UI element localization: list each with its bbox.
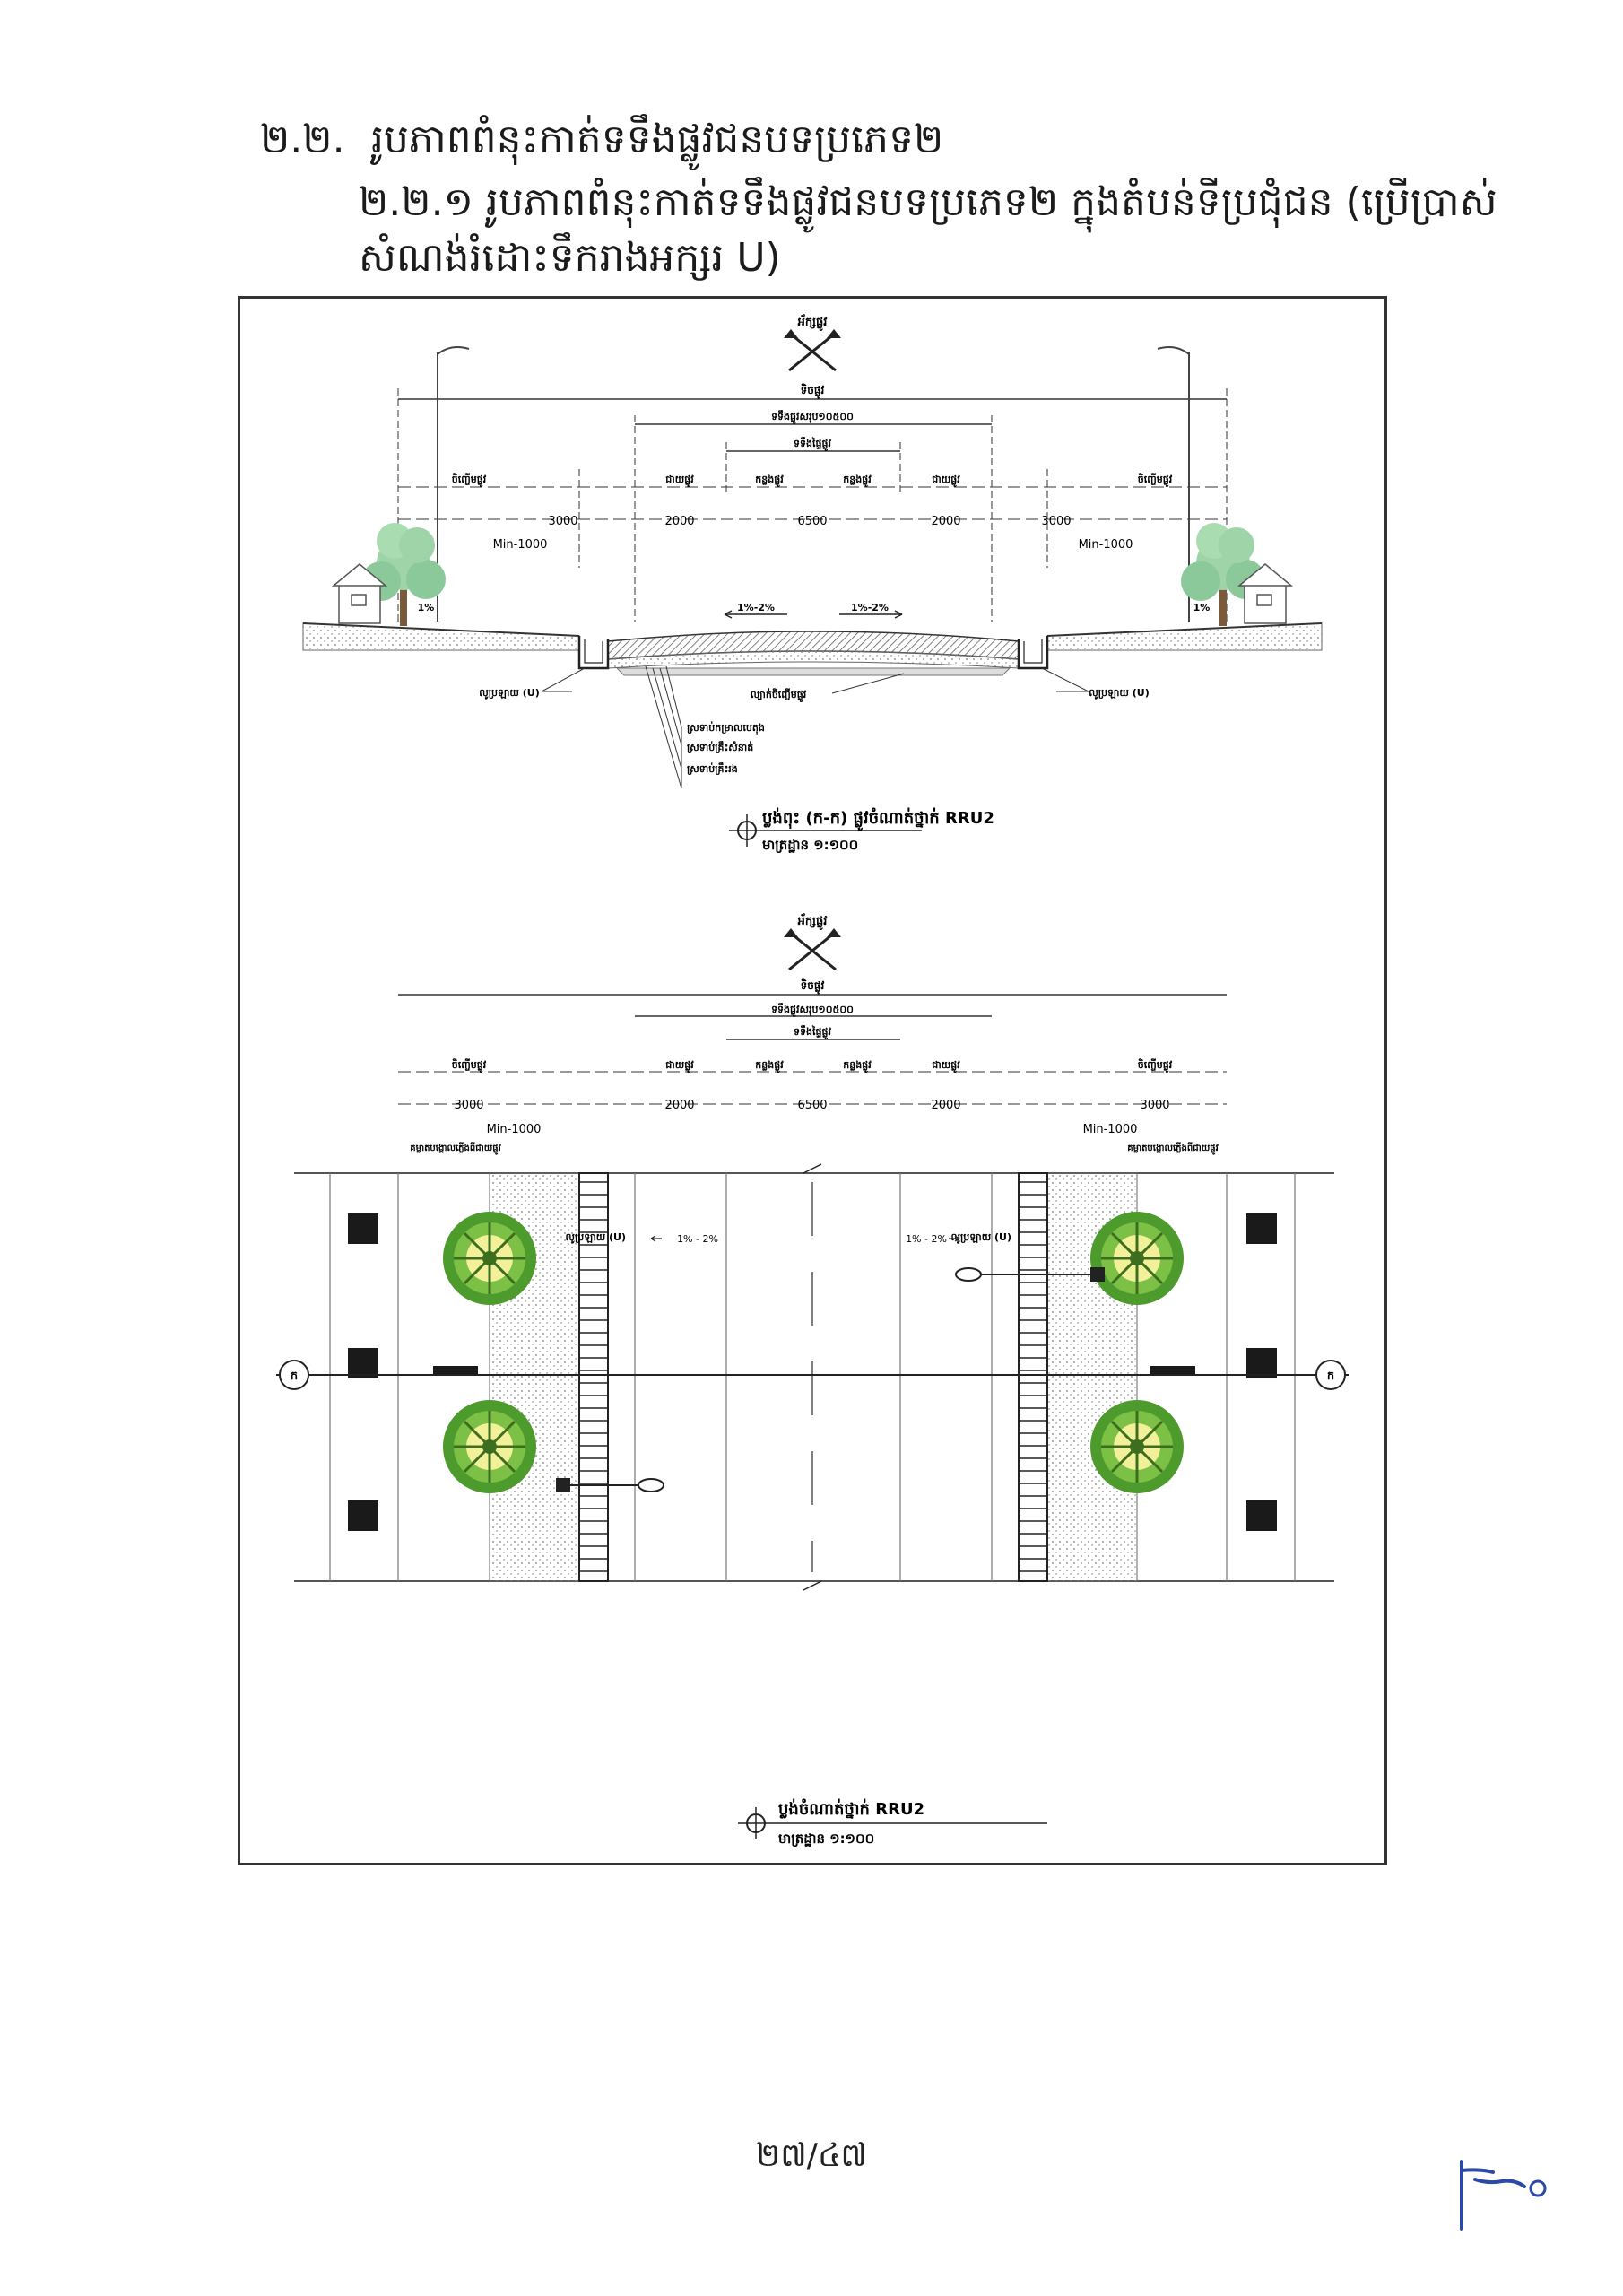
section-caption-block: ប្លង់ពុះ (ក-ក) ផ្លូវចំណាត់ថ្នាក់ RRU2 មា…: [729, 807, 994, 853]
plan-total-width: ទទឹងផ្លូវសរុប១០៥០០: [771, 1003, 854, 1018]
plan-caption: ប្លង់ចំណាត់ថ្នាក់ RRU2: [778, 1798, 924, 1819]
plan-house-icon: [348, 1348, 378, 1378]
plan-house-icon: [1246, 1213, 1277, 1244]
heading: ២.២. រូបភាពពំនុះកាត់ទទឹងផ្លូវជនបទប្រភេទ២: [260, 112, 943, 168]
section-scale: មាត្រដ្ឋាន ១:១០០: [762, 837, 858, 853]
section-drain-right-label: លូប្រឡាយ (U): [1089, 687, 1149, 700]
section-lane-right: កន្លងផ្លូវ: [843, 474, 872, 488]
section-sidewalk-left: ចិញ្ចើមផ្លូវ: [452, 473, 487, 488]
plan-axis-cross-icon: [788, 930, 837, 971]
plan-shoulder-right: ជាយផ្លូវ: [932, 1059, 960, 1074]
section-subbase-label: ស្រទាប់គ្រឹះសំនាត់: [687, 741, 753, 753]
plan-tree-icon: [1089, 1210, 1185, 1307]
plan-slope-left: 1% - 2%: [677, 1233, 718, 1245]
section-slope-left: 1%: [418, 602, 435, 613]
section-shoulder-right: ជាយផ្លូវ: [932, 474, 960, 488]
drawing-frame: អ័ក្សផ្លូវ ទិចផ្លូវ ទទឹងផ្លូវសរុប១០៥០០ ទ…: [238, 296, 1387, 1866]
plan-dim-sidewalk-right: 3000: [1140, 1099, 1169, 1112]
plan-tree-icon: [441, 1398, 538, 1495]
plan-dim-shoulder-right: 2000: [931, 1099, 960, 1112]
plan-dim-lanes: 6500: [797, 1099, 827, 1112]
section-slope-right: 1%: [1193, 602, 1211, 613]
section-dim-shoulder-right: 2000: [931, 515, 960, 528]
section-axis-label: អ័ក្សផ្លូវ: [797, 314, 828, 331]
plan-drain-right: [1018, 1172, 1048, 1582]
svg-text:ក: ក: [291, 1370, 298, 1383]
plan-lane-right: កន្លងផ្លូវ: [843, 1059, 872, 1074]
plan-drain-left-label: លូប្រឡាយ (U): [566, 1231, 626, 1244]
section-total-width: ទទឹងផ្លូវសរុប១០៥០០: [771, 410, 854, 425]
section-cut-label: ល្បាក់ចិញ្ចើមផ្លូវ: [751, 688, 807, 703]
section-slope-road-left: 1%-2%: [737, 602, 775, 613]
plan-tree-icon: [1089, 1398, 1185, 1495]
plan-dim-sidewalk-left: 3000: [454, 1099, 483, 1112]
plan-row-label: ទិចផ្លូវ: [801, 978, 825, 995]
road-drawing: អ័ក្សផ្លូវ ទិចផ្លូវ ទទឹងផ្លូវសរុប១០៥០០ ទ…: [276, 314, 1349, 1847]
section-caption: ប្លង់ពុះ (ក-ក) ផ្លូវចំណាត់ថ្នាក់ RRU2: [762, 807, 994, 831]
u-drain-right: [1017, 636, 1049, 670]
plan-view: អ័ក្សផ្លូវ ទិចផ្លូវ ទទឹងផ្លូវសរុប១០៥០០ ទ…: [276, 913, 1349, 1847]
plan-axis-label: អ័ក្សផ្លូវ: [797, 913, 828, 930]
plan-min-left: Min-1000: [487, 1123, 542, 1136]
section-min-right: Min-1000: [1079, 538, 1133, 552]
plan-drain-right-label: លូប្រឡាយ (U): [951, 1231, 1011, 1244]
plan-slope-right: 1% - 2%: [906, 1233, 947, 1245]
plan-caption-block: ប្លង់ចំណាត់ថ្នាក់ RRU2 មាត្រដ្ឋាន ១:១០០: [738, 1798, 1047, 1847]
heading-title: រូបភាពពំនុះកាត់ទទឹងផ្លូវជនបទប្រភេទ២: [371, 117, 944, 162]
plan-house-icon: [1246, 1348, 1277, 1378]
handwritten-initial-icon: [1460, 2160, 1547, 2231]
plan-sidewalk-left: ចិញ្ចើមផ្លូវ: [452, 1058, 487, 1074]
plan-tree-icon: [441, 1210, 538, 1307]
house-right-icon: [1237, 563, 1294, 624]
plan-carriageway-width: ទទឹងផ្ទៃផ្លូវ: [794, 1025, 831, 1040]
plan-house-icon: [1246, 1500, 1277, 1531]
section-base-label: ស្រទាប់កម្រាលបេតុង: [687, 721, 765, 735]
plan-light-note-right: គម្លាតបង្គោលភ្លើងពីជាយផ្លូវ: [1127, 1142, 1219, 1155]
plan-shoulder-left: ជាយផ្លូវ: [665, 1059, 694, 1074]
plan-min-right: Min-1000: [1083, 1123, 1138, 1136]
section-row-label: ទិចផ្លូវ: [801, 383, 825, 399]
plan-bench-icon: [433, 1366, 478, 1375]
plan-street-light-right-icon: [955, 1267, 1105, 1282]
plan-street-light-left-icon: [556, 1478, 664, 1492]
section-subgrade-label: ស្រទាប់គ្រឹះរង: [687, 762, 738, 775]
cross-section: អ័ក្សផ្លូវ ទិចផ្លូវ ទទឹងផ្លូវសរុប១០៥០០ ទ…: [302, 314, 1323, 853]
plan-drain-left: [578, 1172, 609, 1582]
section-dim-shoulder-left: 2000: [664, 515, 694, 528]
section-marker-left: ក: [279, 1360, 309, 1390]
plan-dim-shoulder-left: 2000: [664, 1099, 694, 1112]
section-slope-road-right: 1%-2%: [851, 602, 889, 613]
heading-number: ២.២.: [260, 117, 345, 162]
plan-sidewalk-right: ចិញ្ចើមផ្លូវ: [1138, 1058, 1173, 1074]
section-min-left: Min-1000: [493, 538, 548, 552]
section-marker-right: ក: [1315, 1360, 1346, 1390]
section-shoulder-left: ជាយផ្លូវ: [665, 474, 694, 488]
plan-house-icon: [348, 1500, 378, 1531]
u-drain-left: [577, 636, 610, 670]
section-drain-left-label: លូប្រឡាយ (U): [479, 687, 539, 700]
sub-heading: ២.២.១ រូបភាពពំនុះកាត់ទទឹងផ្លូវជនបទប្រភេទ…: [359, 179, 1497, 281]
section-lane-left: កន្លងផ្លូវ: [755, 474, 784, 488]
section-carriageway-width: ទទឹងផ្ទៃផ្លូវ: [794, 437, 831, 452]
plan-house-icon: [348, 1213, 378, 1244]
section-dim-sidewalk-right: 3000: [1041, 515, 1071, 528]
house-left-icon: [331, 563, 388, 624]
plan-lane-left: កន្លងផ្លូវ: [755, 1059, 784, 1074]
plan-light-note-left: គម្លាតបង្គោលភ្លើងពីជាយផ្លូវ: [410, 1142, 501, 1155]
plan-bench-icon: [1150, 1366, 1195, 1375]
section-dim-lanes: 6500: [797, 515, 827, 528]
axis-cross-icon: [788, 331, 837, 372]
svg-text:ក: ក: [1327, 1370, 1334, 1383]
section-dim-sidewalk-left: 3000: [548, 515, 577, 528]
page-number: ២៧/៤៧: [756, 2137, 867, 2174]
section-sidewalk-right: ចិញ្ចើមផ្លូវ: [1138, 473, 1173, 488]
plan-scale: មាត្រដ្ឋាន ១:១០០: [778, 1831, 874, 1847]
